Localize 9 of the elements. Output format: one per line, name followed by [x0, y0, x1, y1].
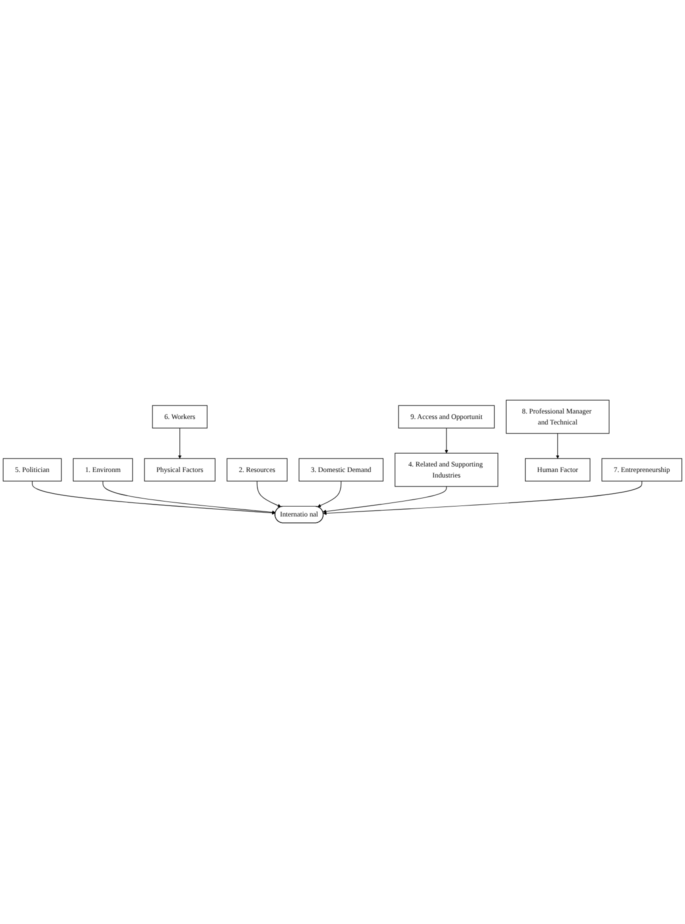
arrow — [444, 428, 448, 454]
arrow — [322, 486, 447, 514]
arrow — [323, 481, 642, 516]
arrow — [256, 481, 282, 508]
arrow — [556, 434, 560, 460]
arrow — [102, 481, 276, 514]
arrow — [32, 481, 276, 516]
arrow — [178, 428, 182, 460]
arrow — [317, 481, 342, 508]
